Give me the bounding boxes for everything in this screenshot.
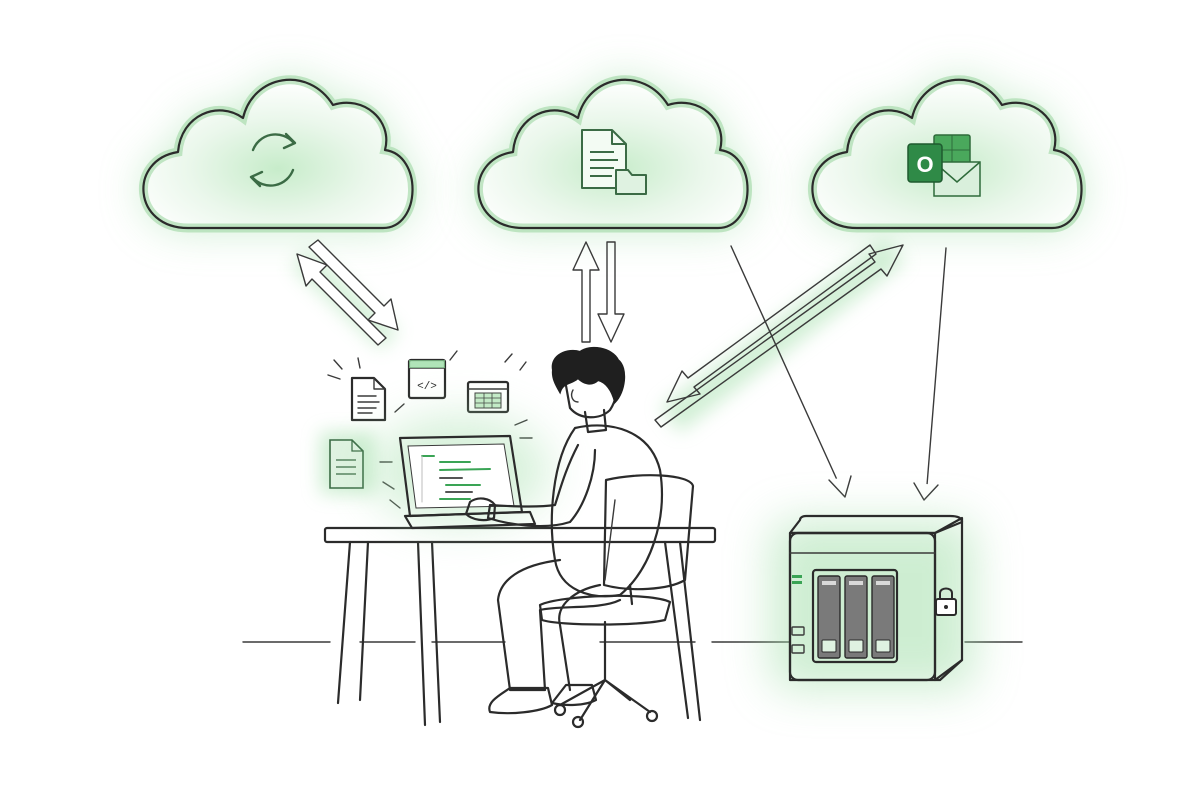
spreadsheet-window-icon: [468, 382, 508, 412]
glowing-document-icon: [320, 432, 375, 494]
svg-text:</>: </>: [417, 381, 437, 393]
sync-arrows-center: [573, 242, 624, 342]
laptop: [370, 415, 550, 528]
drive-bay: [818, 576, 894, 658]
desk: [325, 528, 715, 725]
sync-arrows-left: [297, 240, 398, 345]
cloud-file-storage: [478, 80, 747, 228]
nas-storage-device: [770, 516, 975, 690]
floating-document-icon: [352, 378, 385, 420]
sync-arrows-right: [655, 245, 903, 427]
cloud-sync: [143, 80, 412, 228]
cloud-outlook: O: [812, 80, 1081, 228]
outlook-logo-letter: O: [916, 152, 933, 177]
code-window-icon: </>: [409, 360, 445, 398]
